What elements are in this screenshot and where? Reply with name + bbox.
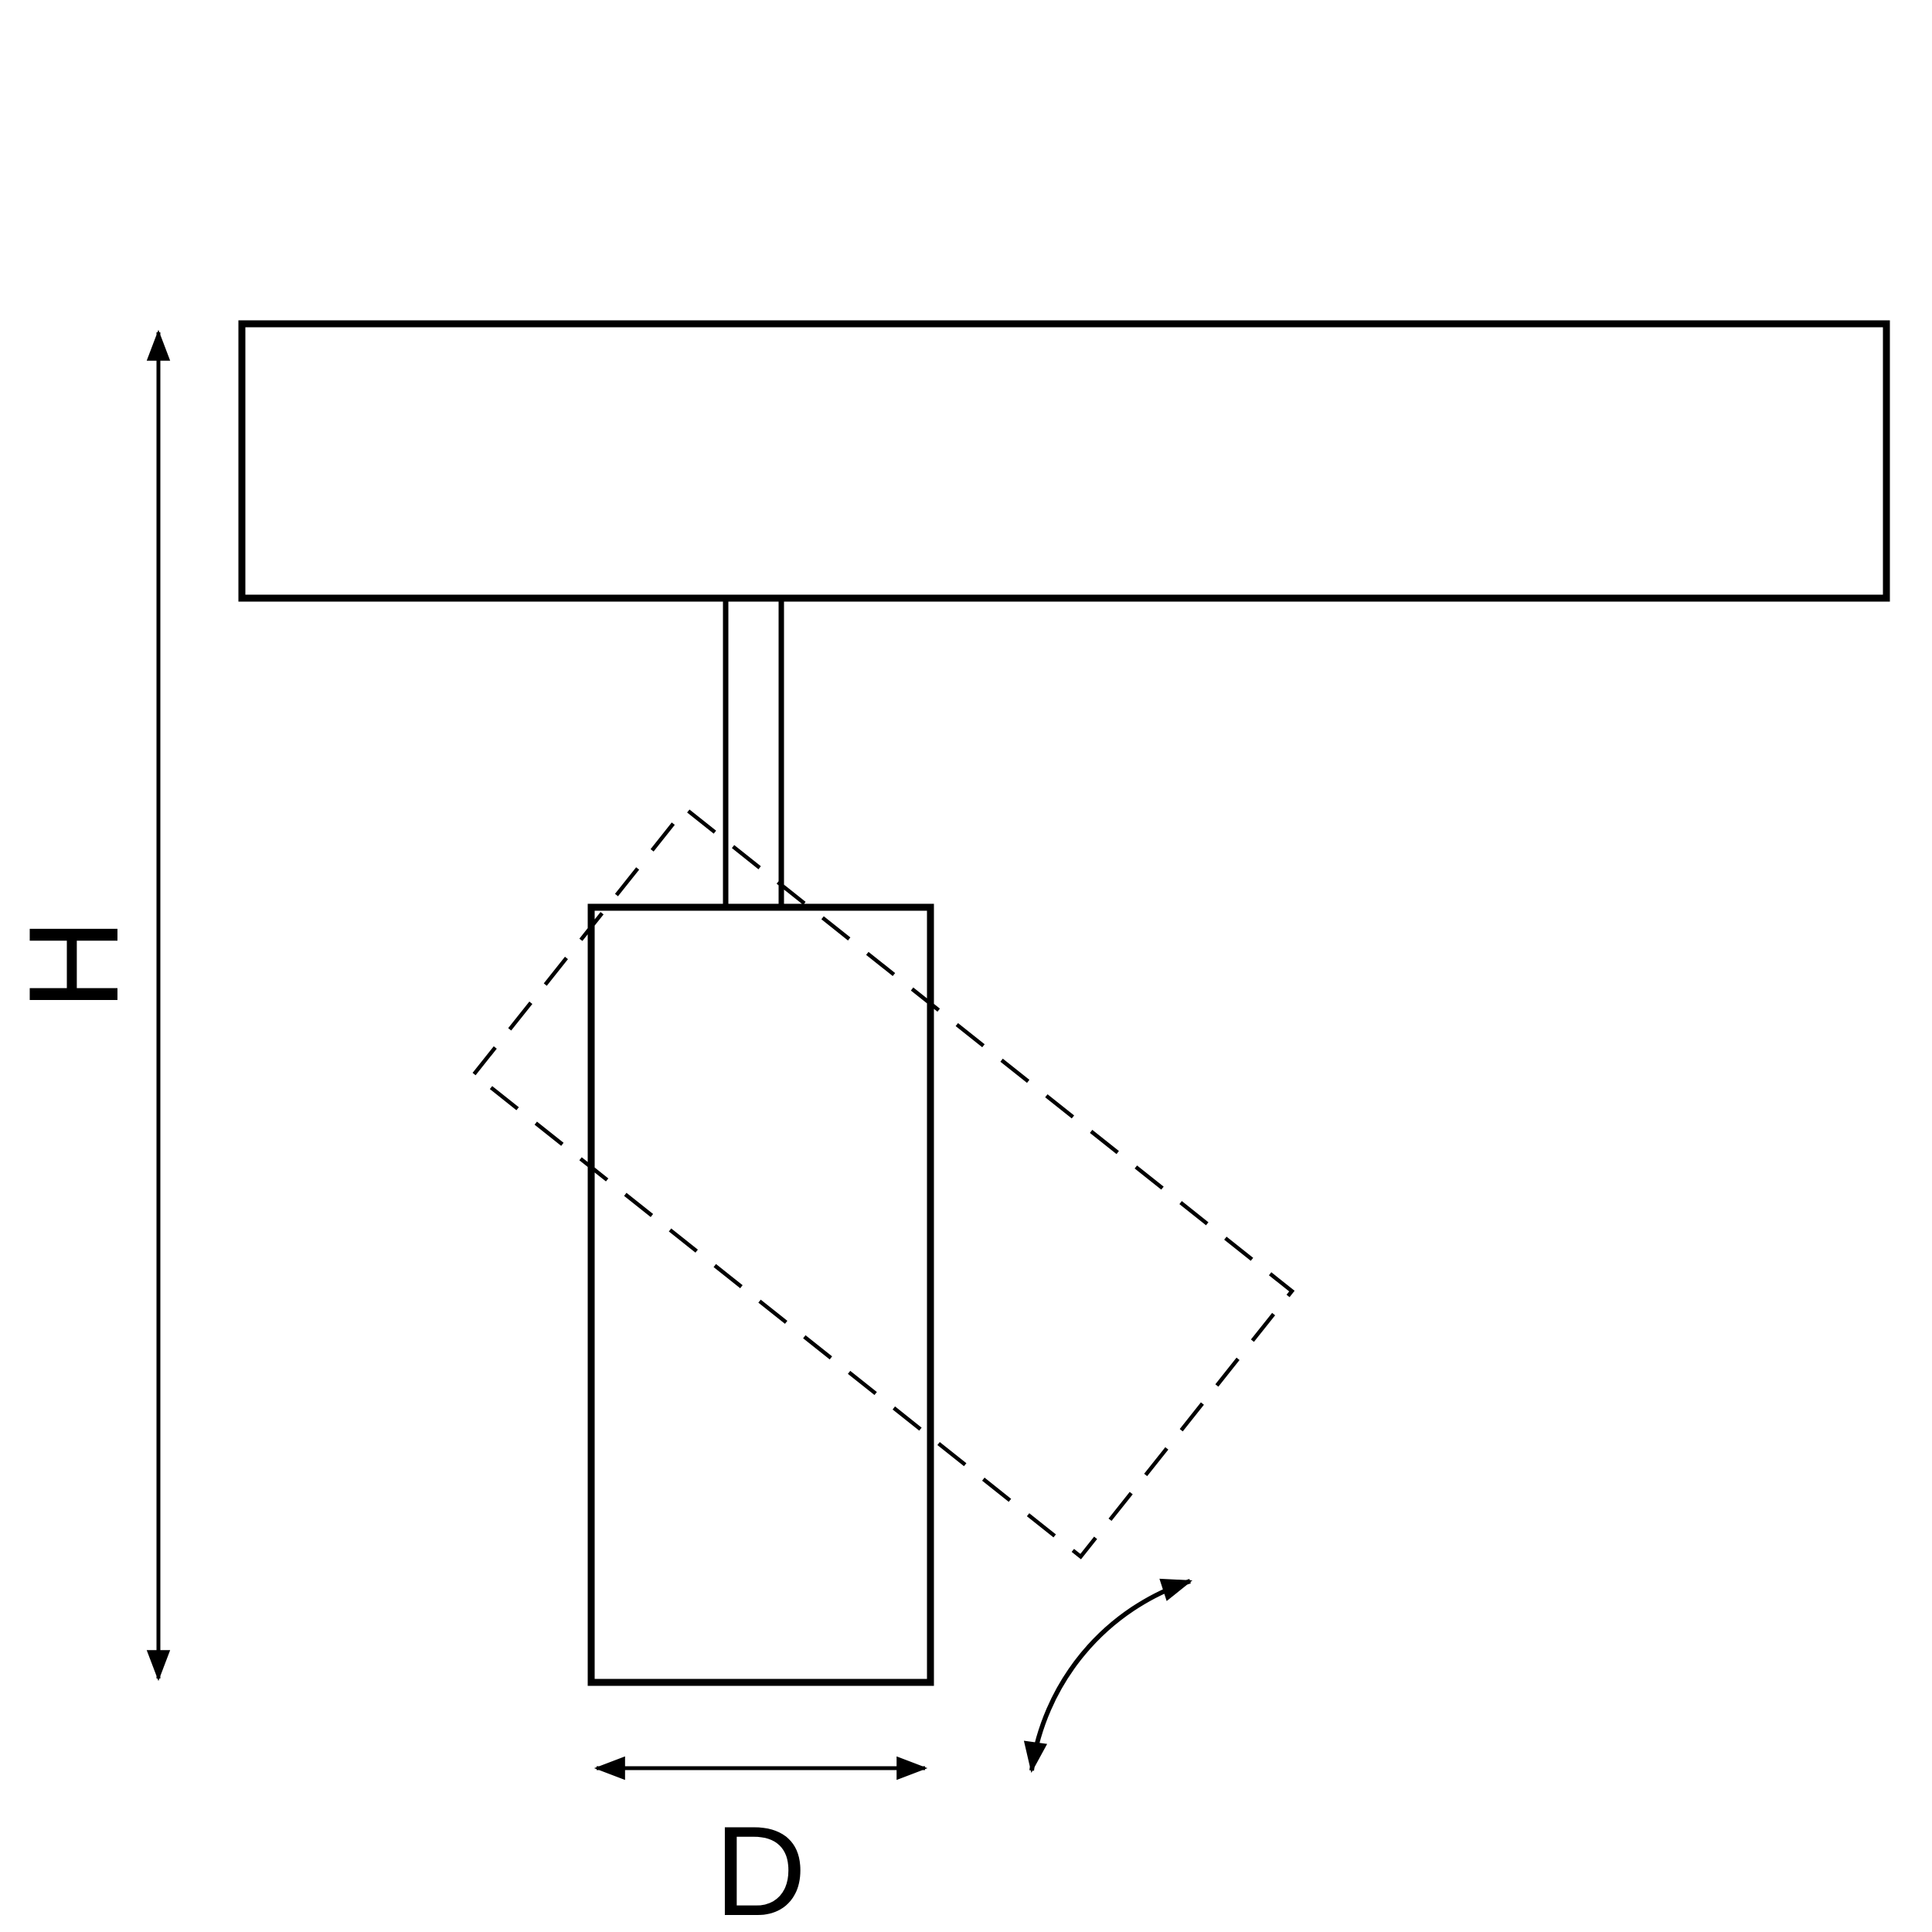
ceiling-track-bar	[238, 320, 1890, 602]
lamp-body	[587, 903, 934, 1686]
lamp-body-rotated-outline	[471, 805, 1295, 1560]
rotation-arrow	[1023, 1578, 1193, 1774]
diameter-dimension-label: D	[714, 1800, 806, 1932]
height-dimension-label: H	[2, 918, 145, 1010]
mounting-stem	[723, 598, 784, 907]
drawing-root: H D	[2, 320, 1890, 1932]
